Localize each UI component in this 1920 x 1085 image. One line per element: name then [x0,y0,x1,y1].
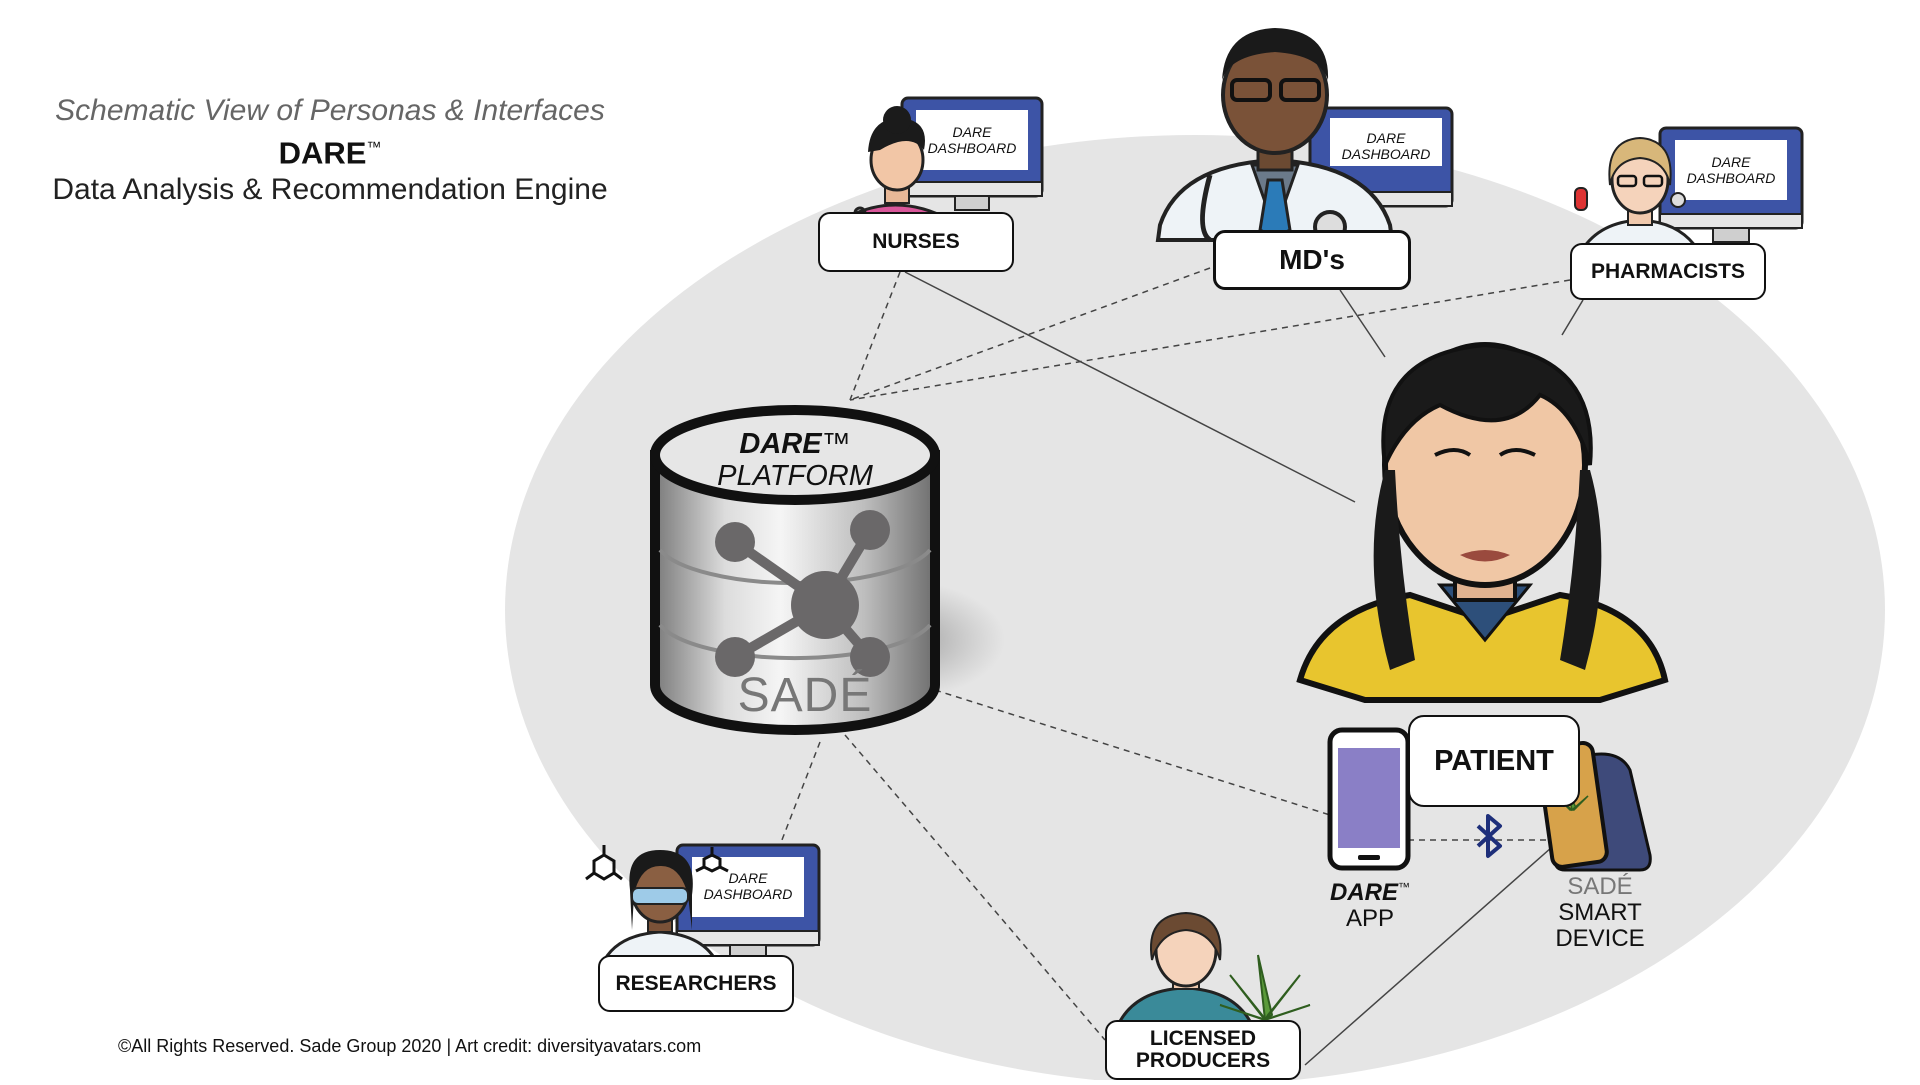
cannabis-leaf-icon [1219,954,1311,1035]
app-name: DARE™ [1310,874,1430,906]
persona-label-nurses: NURSES [818,212,1014,272]
line-platform-researchers [779,741,821,846]
persona-label-researchers: RESEARCHERS [598,955,794,1012]
platform-database-icon [650,405,1005,735]
dashboard-label-line1: DARE [1711,154,1751,170]
platform-brand: SADÉ [737,669,873,722]
dashboard-label-line1: DARE [952,124,992,140]
line-device-producers [1304,839,1561,1066]
line-nurses-platform [849,271,901,401]
app-name-text: DARE [1329,879,1398,906]
app-trademark: ™ [1398,880,1410,894]
line-mds-patient [1339,289,1386,358]
dashboard-label-nurses: DARE DASHBOARD [916,124,1028,156]
product-description: Data Analysis & Recommendation Engine [52,173,608,207]
persona-label-patient: PATIENT [1408,715,1580,807]
platform-label: PLATFORM [717,460,873,492]
line-nurses-patient [904,271,1356,503]
producer-avatar [1115,911,1311,1035]
device-line2: DEVICE [1555,925,1645,952]
platform-title: DARE™ [700,428,890,461]
connection-lines [779,267,1584,1066]
line-platform-app [934,689,1331,816]
line-mds-platform [849,267,1211,401]
line-pharmacists-patient [1561,299,1584,336]
app-label: DARE™ APP [1310,874,1430,932]
smartphone-icon [1327,727,1411,871]
persona-label-pharmacists: PHARMACISTS [1570,243,1766,300]
title-block: Schematic View of Personas & Interfaces … [40,92,620,209]
trademark-mark: ™ [366,139,382,156]
molecule-icon [585,845,729,881]
product-name: DARE™ [40,130,620,171]
copyright-notice: ©All Rights Reserved. Sade Group 2020 | … [118,1036,702,1056]
device-brand: SADÉ [1567,873,1633,900]
platform-trademark: ™ [821,428,851,460]
dashboard-label-line1: DARE [1366,130,1406,146]
patient-avatar [1296,342,1669,703]
network-node-icon [715,510,890,677]
platform-name: DARE [739,428,822,460]
monitor-icon-nurses [900,96,1044,211]
persona-label-producers: LICENSED PRODUCERS [1105,1020,1301,1080]
dashboard-label-researchers: DARE DASHBOARD [692,870,804,902]
dashboard-label-line2: DASHBOARD [1686,170,1776,186]
dashboard-label-line1: DARE [728,870,768,886]
device-line1: SMART [1558,899,1642,926]
persona-label-mds: MD's [1213,230,1411,290]
dashboard-label-line2: DASHBOARD [927,140,1017,156]
monitor-icon-pharmacists [1658,126,1804,243]
device-label: SADÉ SMART DEVICE [1535,874,1665,952]
dashboard-label-line2: DASHBOARD [703,886,793,902]
dashboard-label-line2: DASHBOARD [1341,146,1431,162]
line-pharmacists-platform [849,279,1571,401]
dashboard-label-mds: DARE DASHBOARD [1330,130,1442,162]
diagram-subtitle: Schematic View of Personas & Interfaces [55,94,605,127]
line-platform-producers [844,734,1106,1041]
bluetooth-icon [1476,814,1502,858]
dashboard-label-pharmacists: DARE DASHBOARD [1675,154,1787,186]
pharmacist-avatar [1574,136,1701,252]
md-avatar [1155,28,1395,244]
app-label-text: APP [1345,905,1395,932]
product-name-text: DARE [278,135,367,171]
producers-line2: PRODUCERS [1135,1049,1271,1072]
researcher-avatar [585,845,729,967]
producers-line1: LICENSED [1149,1027,1257,1050]
